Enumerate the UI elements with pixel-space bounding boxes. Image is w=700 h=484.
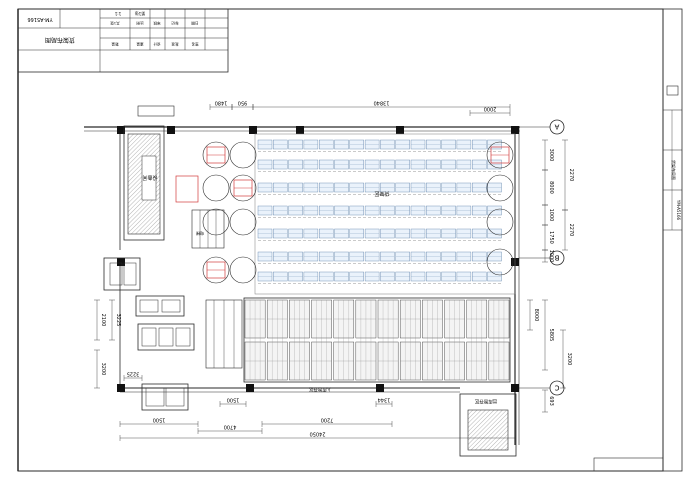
dimension-value: 1344	[378, 396, 391, 402]
drawing-sheet-number: 第1张	[135, 11, 146, 17]
dimension-value: 1000	[548, 250, 554, 263]
dimension-value: 3200	[100, 363, 106, 376]
right-title-strip: 货架布局图 YM-A5166	[662, 8, 683, 472]
turntable-circle	[486, 208, 514, 236]
dimension-value: 2270	[568, 169, 574, 182]
dimension-value: 1000	[548, 209, 554, 222]
drawing-name: 货架布局图	[45, 36, 75, 44]
column	[376, 384, 384, 392]
dimension-value: 1500	[153, 416, 166, 422]
sheet-border	[17, 8, 664, 472]
column	[117, 258, 125, 266]
turntable-circle	[229, 208, 257, 236]
shelf-area	[254, 133, 516, 295]
dimension-value: 8000	[548, 181, 554, 194]
turntable-circle	[486, 174, 514, 202]
equipment-room: 设备间	[123, 125, 165, 241]
title-cell-mid: 数量	[111, 42, 119, 47]
stage-area-label: 入库暂存区	[308, 386, 331, 393]
left-equipment	[135, 175, 243, 411]
exit-area-label: 出库暂存区	[474, 398, 497, 405]
equipment-room-label: 设备间	[142, 174, 157, 181]
column	[249, 126, 257, 134]
turntable-circle	[229, 174, 257, 202]
title-cell-top: 审核	[153, 21, 161, 26]
title-cell-top: 日期	[191, 21, 199, 26]
grid-axes: A B C	[519, 119, 565, 396]
axis-bubble	[549, 250, 565, 266]
dimension-value: 2000	[484, 105, 497, 111]
column	[396, 126, 404, 134]
bottom-corner-box	[593, 457, 664, 472]
dimension-value: 3000	[548, 149, 554, 162]
axis-label: C	[554, 384, 559, 392]
column	[296, 126, 304, 134]
dimension-value: 13840	[374, 99, 390, 105]
dimension-value: 5805	[548, 329, 554, 342]
dimension-value: 8000	[533, 309, 539, 322]
dimension-value: 2270	[568, 224, 574, 237]
drawing-scale: 1:1	[114, 11, 121, 16]
dimension-lines: 1480 950 13840 2000 1500 7200 1500 4700 24050 134…	[94, 99, 574, 441]
title-cell-mid: 签名	[191, 42, 199, 47]
title-cell-mid: 设计	[153, 42, 161, 47]
title-cell-top: 标记	[171, 21, 179, 26]
column	[511, 384, 519, 392]
strip-drawing-name: 货架布局图	[671, 160, 677, 180]
dimension-value: 950	[238, 99, 248, 105]
dimension-value: 7200	[321, 416, 334, 422]
turntable-circle	[486, 141, 514, 169]
turntable-circle	[202, 174, 230, 202]
dimension-value: 1750	[548, 231, 554, 244]
axis-label: B	[554, 254, 559, 262]
drawing-number: YM-A5166	[27, 16, 53, 22]
title-cell-top: 共1张	[110, 21, 120, 26]
axis-bubble	[549, 119, 565, 135]
strip-drawing-number: YM-A5166	[676, 199, 681, 221]
dimension-value: 3225	[115, 314, 121, 327]
turntable-circle	[486, 248, 514, 276]
dimension-value: 24050	[310, 430, 326, 436]
dimension-value: 3200	[566, 353, 572, 366]
turntable-circle	[229, 141, 257, 169]
axis-label: A	[554, 123, 559, 131]
exit-staging: 出库暂存区	[459, 393, 517, 457]
dimension-value: 693	[548, 396, 554, 406]
turntable-circle	[202, 141, 230, 169]
column	[246, 384, 254, 392]
dimension-value: 1500	[227, 396, 240, 402]
title-block: YM-A5166 货架布局图 1:1 第1张 共1张 比例 审核 标记 日期 数量 重量 设…	[17, 8, 229, 73]
dense-rack-area	[243, 297, 511, 383]
dimension-value: 4700	[224, 423, 237, 429]
dimension-value: 2100	[100, 314, 106, 327]
turntable-circle	[229, 256, 257, 284]
column	[511, 126, 519, 134]
title-cell-top: 比例	[136, 21, 144, 26]
column	[117, 126, 125, 134]
dimension-value: 3225	[127, 370, 140, 376]
elevator-box	[103, 257, 141, 291]
title-cell-mid: 重量	[136, 42, 144, 47]
column	[167, 126, 175, 134]
column	[117, 384, 125, 392]
shelf-area-label: 货架区	[374, 190, 389, 197]
elevator-label: 电梯	[196, 231, 204, 237]
turntable-circle	[202, 256, 230, 284]
top-left-label-box	[137, 105, 175, 117]
title-cell-mid: 批准	[171, 42, 179, 47]
dimension-value: 1480	[215, 99, 228, 105]
